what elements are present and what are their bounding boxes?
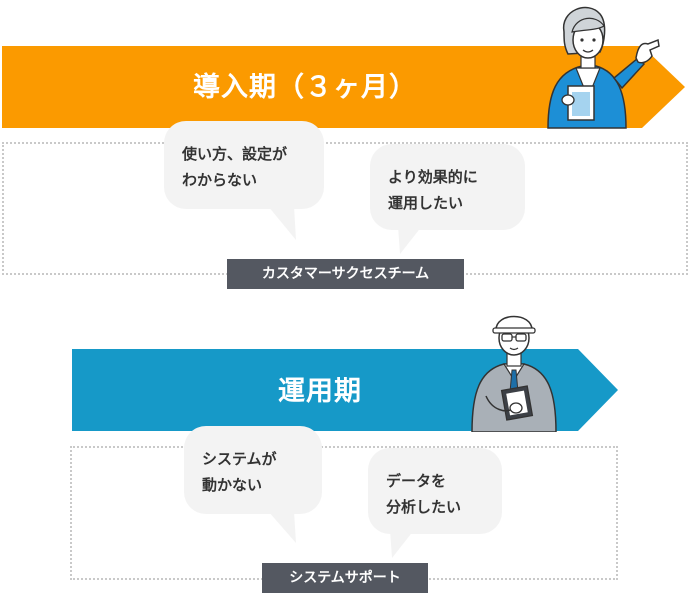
bubble-text-line: 使い方、設定が xyxy=(182,145,288,163)
team-label-customer-success: カスタマーサクセスチーム xyxy=(227,259,464,289)
speech-bubble-data-analysis: データを 分析したい xyxy=(368,448,502,534)
phase-intro-title: 導入期（３ヶ月） xyxy=(193,72,417,103)
speech-bubble-setup-help: 使い方、設定が わからない xyxy=(164,121,324,209)
speech-bubble-system-down: システムが 動かない xyxy=(184,426,322,514)
phase-operation-frame xyxy=(70,446,618,580)
team-label-system-support: システムサポート xyxy=(262,563,428,593)
bubble-text-line: 運用したい xyxy=(388,194,464,212)
woman-presenter-icon xyxy=(547,6,660,129)
speech-bubble-tail xyxy=(268,206,296,240)
speech-bubble-tail xyxy=(268,511,296,543)
phase-operation-title: 運用期 xyxy=(278,376,362,407)
phase-intro-frame xyxy=(2,142,688,275)
phase-intro-banner xyxy=(2,46,685,128)
speech-bubble-improve-usage: より効果的に 運用したい xyxy=(370,144,525,230)
bubble-text-line: 分析したい xyxy=(386,498,462,516)
speech-bubble-tail xyxy=(398,226,422,254)
bubble-text-line: システムが xyxy=(202,450,277,468)
bubble-text-line: わからない xyxy=(182,171,258,189)
bubble-text-line: より効果的に xyxy=(388,168,478,186)
bubble-text-line: データを xyxy=(386,472,447,490)
engineer-with-clipboard-icon xyxy=(471,315,557,432)
speech-bubble-tail xyxy=(390,530,414,558)
bubble-text-line: 動かない xyxy=(202,476,263,494)
